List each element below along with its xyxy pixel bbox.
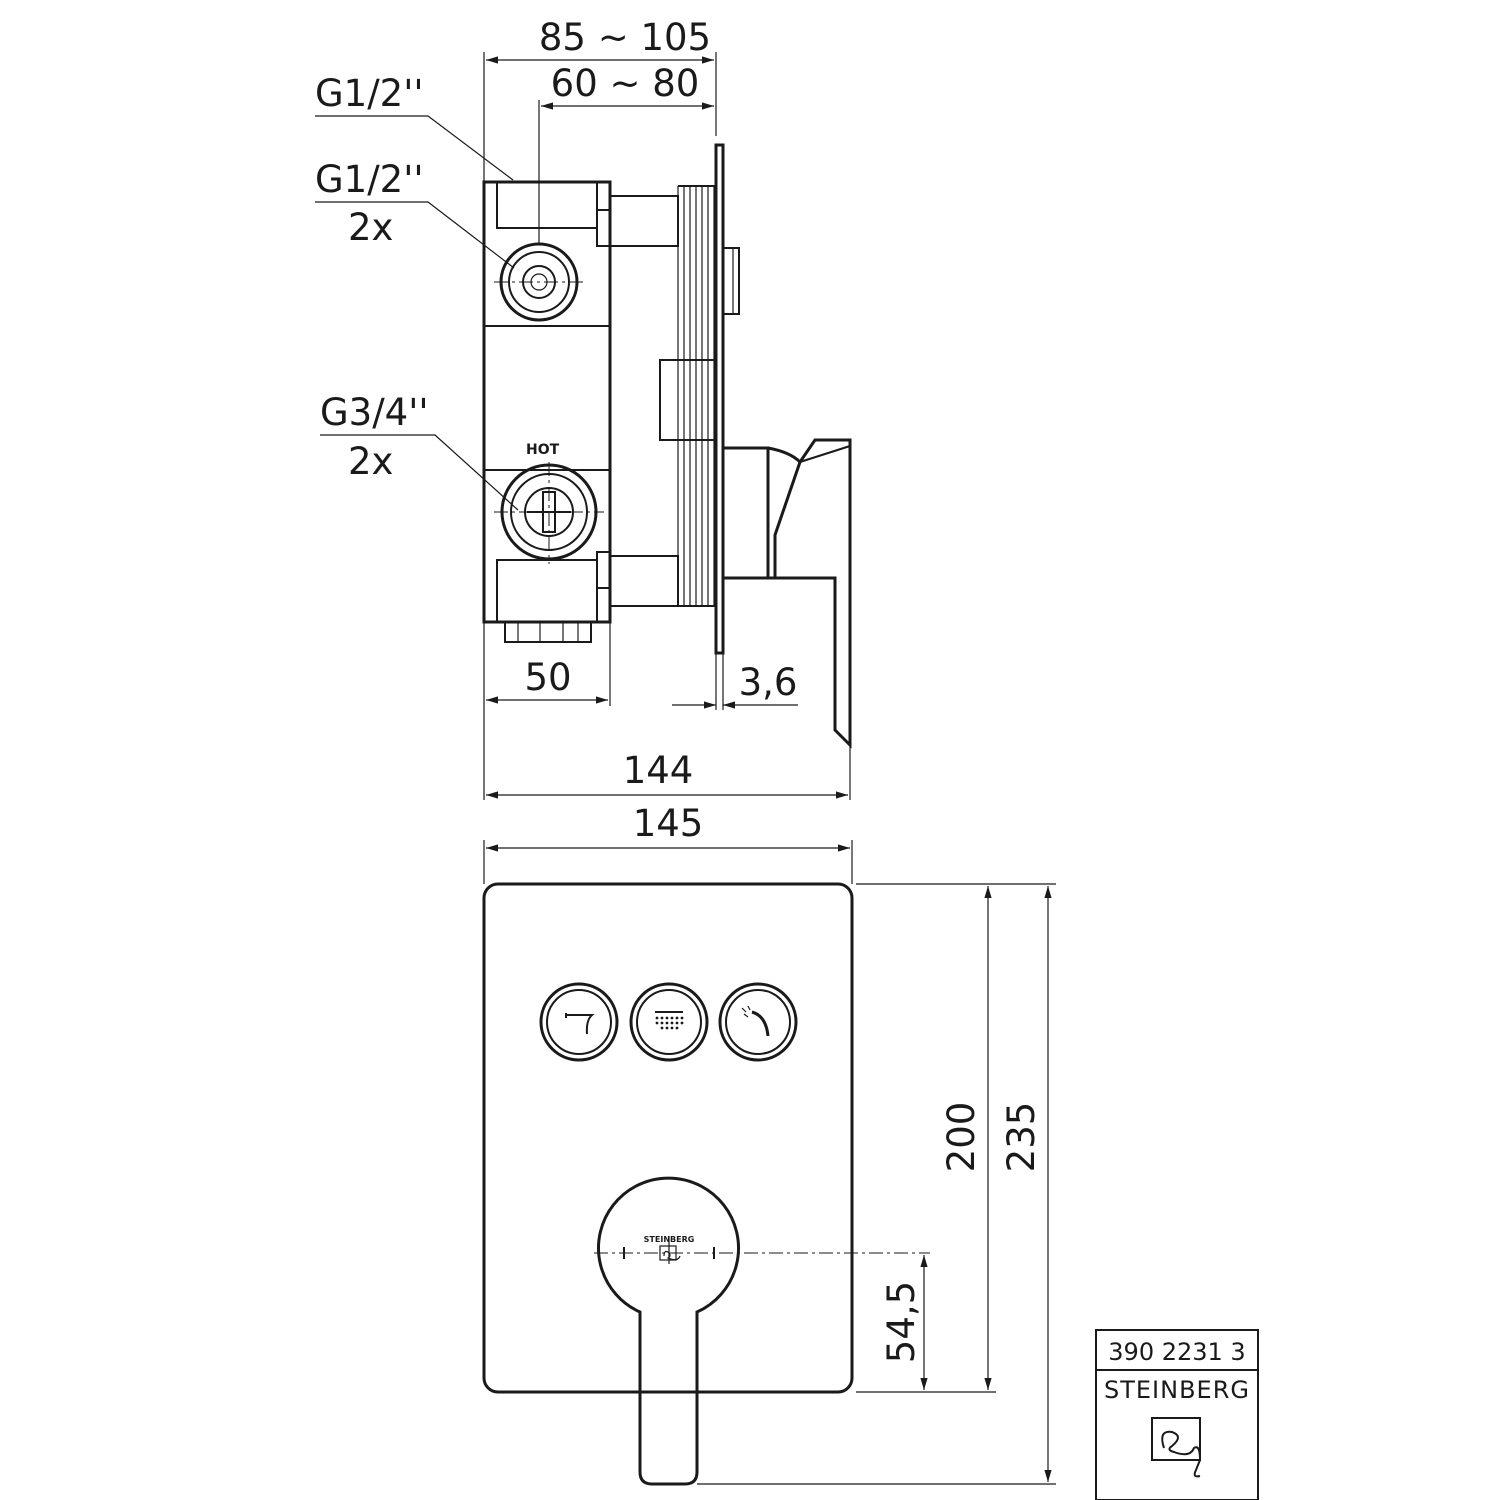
lever-brand-mark: STEINBERG — [644, 1235, 695, 1244]
callout-thread-top: G1/2'' — [315, 72, 424, 115]
article-number: 390 2231 3 — [1108, 1338, 1245, 1366]
brand-logo-icon — [1151, 1417, 1202, 1478]
callout-thread-outlet: G1/2'' — [315, 158, 424, 201]
front-dimensions: 145 200 235 54,5 — [483, 802, 1056, 1485]
side-view: HOT — [482, 143, 852, 749]
brand-logo-icon — [659, 1245, 681, 1261]
dim-plate-height: 200 — [940, 1102, 983, 1173]
inlet-port-hot — [494, 462, 604, 564]
thread-callouts: G1/2'' G1/2'' 2x G3/4'' 2x — [315, 72, 519, 511]
callout-thread-inlet-count: 2x — [348, 440, 393, 483]
rain-shower-icon — [655, 1011, 684, 1030]
lever-handle: STEINBERG — [594, 1176, 930, 1486]
hand-shower-icon — [741, 1005, 770, 1037]
front-view: STEINBERG — [482, 882, 930, 1486]
side-dimensions: 85 ~ 105 60 ~ 80 50 3,6 144 — [483, 16, 851, 800]
dim-side-total: 144 — [623, 749, 694, 792]
spout-icon — [565, 1013, 595, 1035]
thread-ribs — [677, 185, 716, 607]
callout-thread-outlet-count: 2x — [348, 206, 393, 249]
dim-lever-axis-offset: 54,5 — [880, 1281, 923, 1363]
dim-front-width: 145 — [633, 802, 704, 845]
dim-body-depth: 50 — [524, 656, 571, 699]
dim-plate-thickness: 3,6 — [739, 661, 798, 704]
dim-top-outer: 85 ~ 105 — [539, 16, 711, 59]
selector-button-hand-shower — [718, 982, 798, 1062]
cover-plate — [482, 882, 854, 1394]
callout-thread-inlet: G3/4'' — [320, 391, 429, 434]
dim-top-inner: 60 ~ 80 — [551, 62, 700, 105]
outlet-port — [494, 242, 584, 322]
hot-label: HOT — [526, 442, 560, 458]
selector-button-rain-shower — [629, 982, 709, 1062]
selector-button-spout — [539, 982, 619, 1062]
brand-name: STEINBERG — [1104, 1376, 1250, 1404]
dim-overall-height: 235 — [1000, 1102, 1043, 1173]
title-block: 390 2231 3 STEINBERG — [1095, 1329, 1259, 1500]
